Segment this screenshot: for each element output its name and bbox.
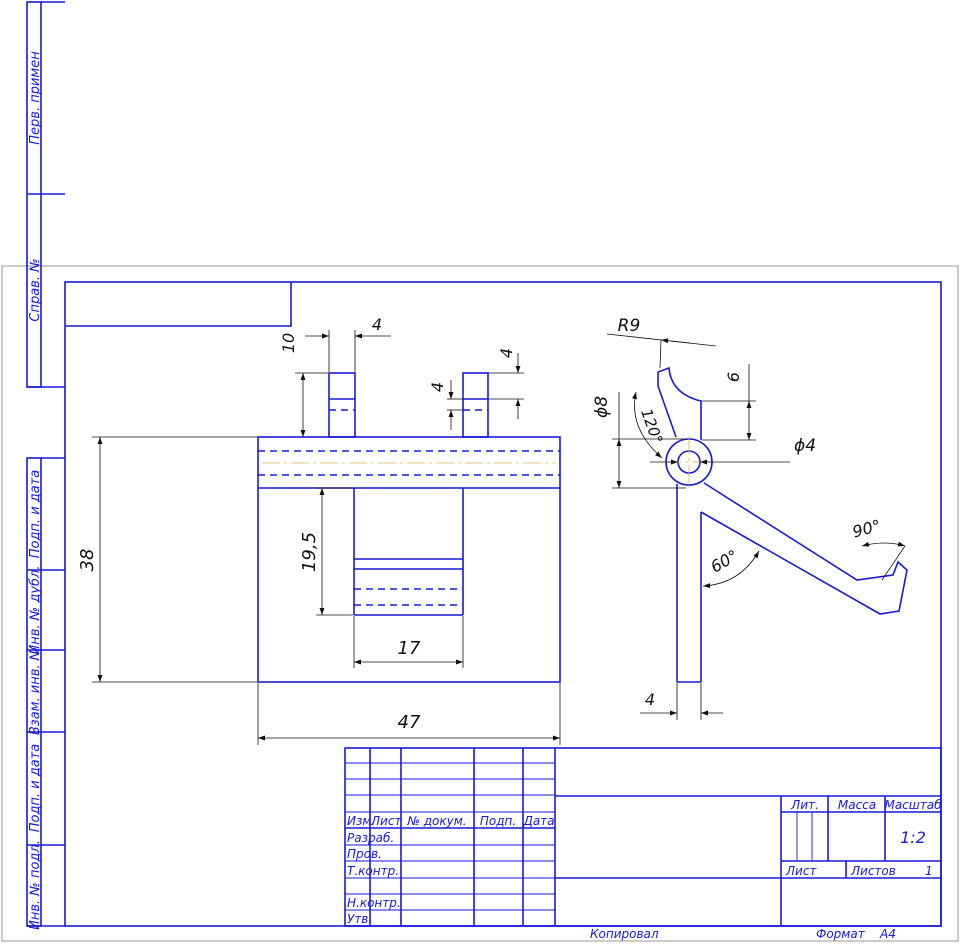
tb-scale-value: 1:2 xyxy=(900,828,926,847)
tb-utv: Утв. xyxy=(347,912,372,926)
tb-n-kontr: Н.контр. xyxy=(347,896,401,910)
tb-sheets-value: 1 xyxy=(925,864,933,878)
dim-38: 38 xyxy=(77,549,98,572)
tb-masshtab: Масштаб xyxy=(884,798,942,812)
dim-19-5: 19,5 xyxy=(299,532,320,572)
front-view-dimensions: 4 10 4 4 38 19,5 17 47 xyxy=(77,315,561,745)
label-vzam-inv-no: Взам. инв. № xyxy=(28,647,43,735)
footer: Копировал Формат А4 xyxy=(590,927,896,941)
footer-format-value: А4 xyxy=(879,927,896,941)
dim-17: 17 xyxy=(398,638,421,659)
title-block: Изм. Лист № докум. Подп. Дата Разраб. Пр… xyxy=(344,747,942,927)
footer-format-label: Формат xyxy=(816,927,866,941)
dim-47: 47 xyxy=(398,712,421,733)
tb-izm: Изм. xyxy=(347,814,375,828)
dim-10: 10 xyxy=(279,333,298,353)
tb-podp: Подп. xyxy=(480,814,516,828)
tb-razrab: Разраб. xyxy=(347,831,394,845)
tb-data: Дата xyxy=(522,814,554,828)
label-podp-i-data-2: Подп. и дата xyxy=(28,744,43,833)
label-inv-no-dubl: Инв. № дубл. xyxy=(28,566,43,655)
dim-angle-90: 90° xyxy=(850,516,882,542)
dim-phi4: ϕ4 xyxy=(794,436,816,456)
tb-lit: Лит. xyxy=(790,798,819,812)
side-view-dimensions: R9 6 ϕ8 120° ϕ4 90° 60° 4 xyxy=(592,316,906,720)
dim-phi8: ϕ8 xyxy=(592,396,612,418)
dim-r9: R9 xyxy=(618,316,641,336)
tb-massa: Масса xyxy=(838,798,876,812)
label-inv-no-podl: Инв. № подл. xyxy=(28,840,43,930)
dim-angle-60: 60° xyxy=(707,546,741,577)
dim-4-top: 4 xyxy=(372,315,382,334)
label-sprav-no: Справ. № xyxy=(28,258,43,321)
footer-copied: Копировал xyxy=(590,927,659,941)
front-view xyxy=(257,372,561,683)
sheet-frame xyxy=(1,265,959,942)
tb-sheet-label: Лист xyxy=(785,864,817,878)
dim-4-right-vertical: 4 xyxy=(497,348,516,358)
label-perv-primen: Перв. примен xyxy=(28,51,43,145)
tb-t-kontr: Т.контр. xyxy=(347,864,399,878)
label-podp-i-data-1: Подп. и дата xyxy=(28,470,43,559)
tb-list: Лист xyxy=(370,814,402,828)
dim-6: 6 xyxy=(724,372,743,382)
tb-no-dokum: № докум. xyxy=(406,814,466,828)
dim-angle-120: 120° xyxy=(637,406,666,446)
dim-4-bottom: 4 xyxy=(645,690,655,709)
tb-prov: Пров. xyxy=(347,847,382,861)
side-view xyxy=(657,366,908,683)
dim-4-mid: 4 xyxy=(428,382,447,392)
tb-sheets-label: Листов xyxy=(850,864,896,878)
side-stamp: Перв. примен Справ. № Подп. и дата Инв. … xyxy=(26,1,65,930)
